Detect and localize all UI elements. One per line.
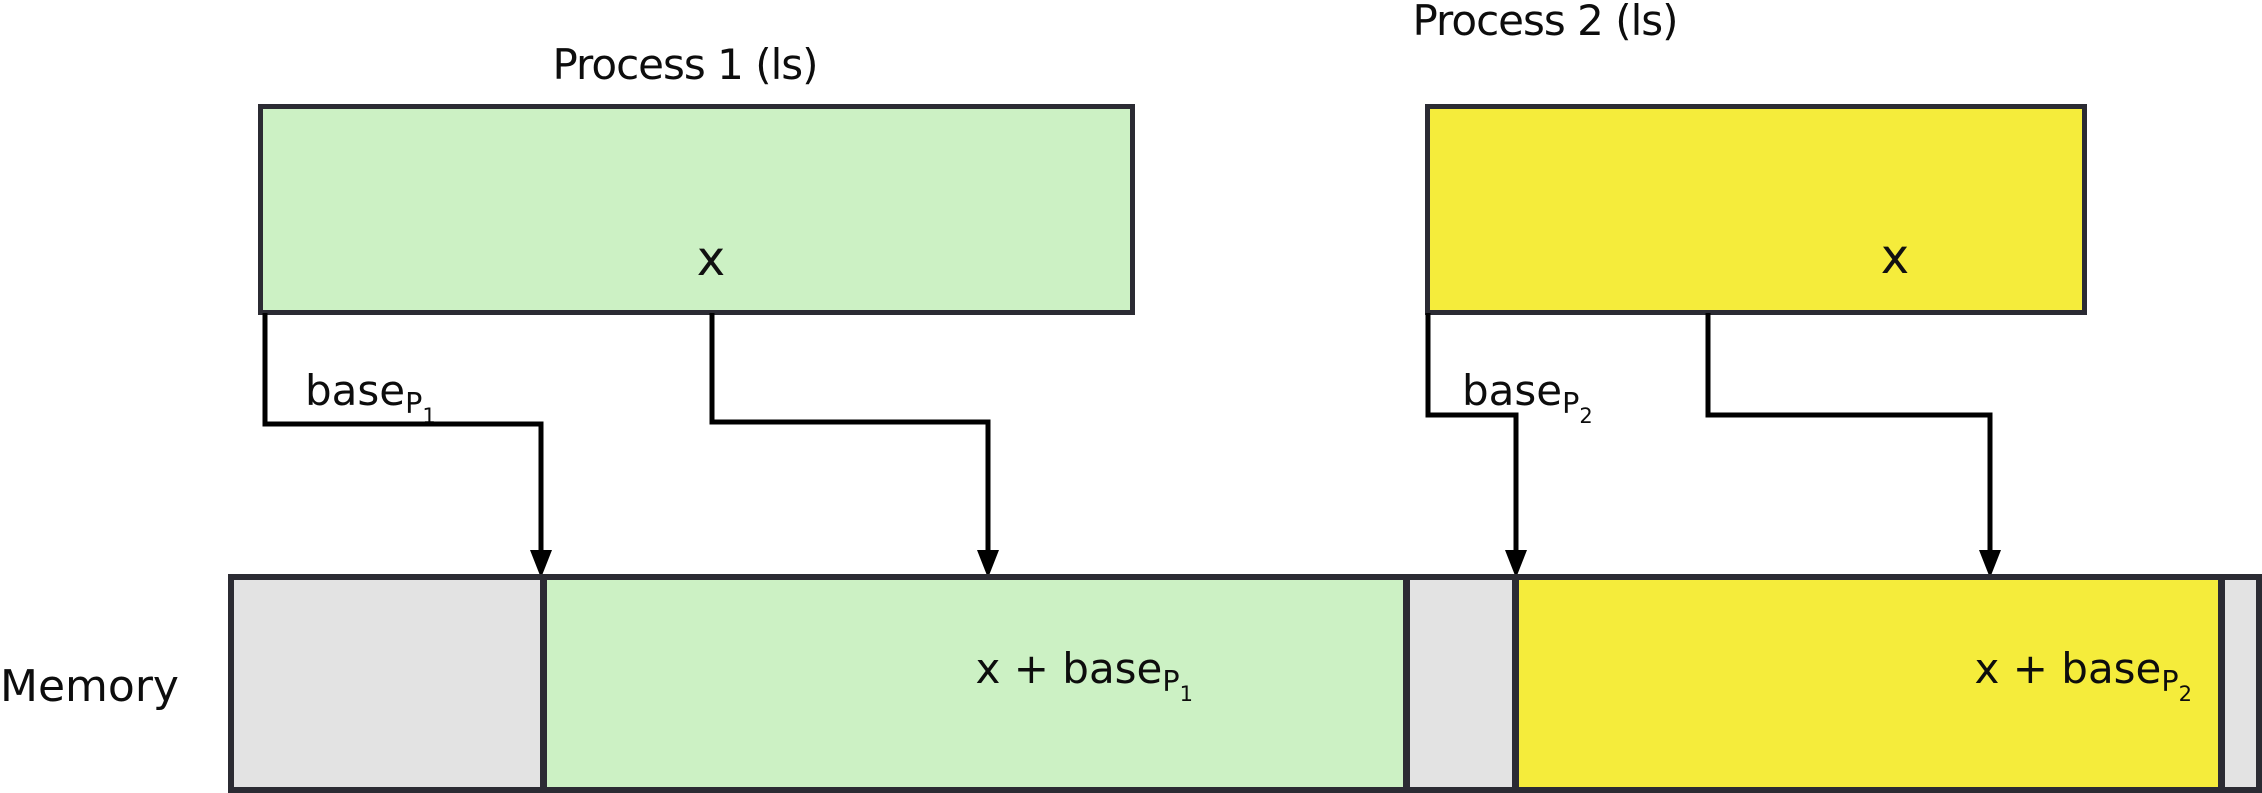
- process1-base-connector-path: [262, 313, 544, 552]
- p1-cell-subsub: 1: [1179, 681, 1193, 706]
- process2-base-subsub: 2: [1579, 403, 1593, 428]
- memory-free-segment-middle: [1410, 580, 1512, 787]
- memory-label: Memory: [0, 661, 179, 712]
- process1-x-connector-arrow: [709, 313, 999, 578]
- process2-title: Process 2 (ls): [1412, 0, 1678, 45]
- process1-base-text: base: [305, 366, 406, 415]
- memory-divider: [2218, 580, 2225, 787]
- p2-cell-text: x + base: [1974, 643, 2162, 693]
- process1-base-subsub: 1: [422, 403, 436, 428]
- memory-free-segment-left: [234, 580, 540, 787]
- memory-divider: [1403, 580, 1410, 787]
- process2-base-label: baseP2: [1462, 370, 1593, 427]
- process1-base-connector-arrow: [262, 313, 552, 578]
- memory-bar: x + baseP1 x + baseP2: [228, 574, 2262, 793]
- memory-divider: [1512, 580, 1519, 787]
- process2-x-connector-path: [1705, 313, 1993, 552]
- p2-cell-subsub: 2: [2178, 681, 2192, 706]
- process1-base-label: baseP1: [305, 370, 436, 427]
- memory-process1-address-label: x + baseP1: [976, 647, 1193, 706]
- p1-cell-sub: P: [1162, 663, 1180, 698]
- process2-base-connector-arrow: [1425, 313, 1527, 578]
- process2-base-sub: P: [1562, 385, 1580, 420]
- memory-process2-segment: x + baseP2: [1519, 580, 2218, 787]
- p2-cell-sub: P: [2161, 663, 2179, 698]
- process2-x-connector-arrow: [1705, 313, 2001, 578]
- process1-title: Process 1 (ls): [552, 40, 818, 89]
- memory-process2-address-label: x + baseP2: [1975, 647, 2192, 706]
- memory-divider: [540, 580, 547, 787]
- process1-address-space-box: x: [258, 104, 1135, 315]
- process2-x-label: x: [1880, 229, 1910, 285]
- process2-address-space-box: x: [1425, 104, 2087, 315]
- process1-x-label: x: [696, 231, 726, 287]
- process1-base-sub: P: [405, 385, 423, 420]
- process2-base-text: base: [1462, 366, 1563, 415]
- p1-cell-text: x + base: [975, 643, 1163, 693]
- memory-process1-segment: x + baseP1: [547, 580, 1403, 787]
- process1-x-connector-path: [709, 313, 991, 552]
- memory-free-segment-right: [2225, 580, 2256, 787]
- process2-base-connector-path: [1425, 313, 1519, 552]
